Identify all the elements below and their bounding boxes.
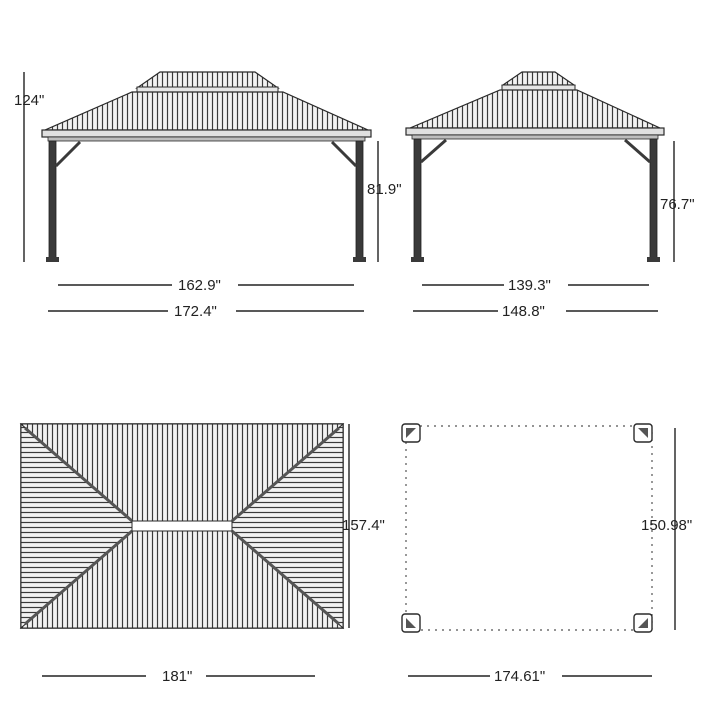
side-brace-right: [624, 138, 651, 164]
front-inner-width-label: 162.9": [178, 277, 221, 294]
front-base-right: [353, 257, 366, 262]
front-outer-width-label: 172.4": [174, 303, 217, 320]
front-total-height-label: 124": [14, 92, 44, 109]
front-post-right: [355, 140, 364, 262]
front-main-roof: [44, 91, 369, 131]
side-upper-roof: [501, 71, 576, 86]
side-post-right: [649, 138, 658, 262]
footprint-depth-label: 150.98": [641, 517, 692, 534]
roof-ridge-opening: [131, 520, 233, 532]
front-post-height-label: 81.9": [367, 181, 402, 198]
side-post-left: [413, 138, 422, 262]
side-roof-fascia: [405, 127, 665, 136]
roof-top-view: 157.4" 181": [19, 422, 385, 685]
front-brace-left: [54, 140, 82, 168]
front-vent-band: [136, 86, 279, 93]
roof-width-label: 181": [162, 668, 192, 685]
side-inner-width-label: 139.3": [508, 277, 551, 294]
side-beam: [411, 134, 659, 140]
side-brace-left: [420, 138, 447, 164]
roof-hip-nw: [24, 426, 133, 523]
footprint-outline: [405, 425, 653, 631]
front-upper-roof: [135, 71, 280, 89]
side-base-right: [647, 257, 660, 262]
front-roof-fascia: [41, 129, 372, 138]
corner-post-ne: [633, 423, 653, 443]
roof-hip-sw: [24, 529, 133, 626]
front-post-left: [48, 140, 57, 262]
side-base-left: [411, 257, 424, 262]
front-base-left: [46, 257, 59, 262]
side-view: 76.7" 139.3" 148.8": [405, 71, 695, 320]
footprint-width-label: 174.61": [494, 668, 545, 685]
side-post-height-label: 76.7": [660, 196, 695, 213]
side-outer-width-label: 148.8": [502, 303, 545, 320]
corner-post-se: [633, 613, 653, 633]
side-vent-band: [501, 84, 576, 91]
front-beam: [47, 136, 366, 142]
roof-hip-se: [231, 529, 340, 626]
corner-post-sw: [401, 613, 421, 633]
footprint-view: 150.98" 174.61": [401, 423, 692, 685]
roof-hip-ne: [231, 426, 340, 523]
side-main-roof: [409, 89, 661, 129]
front-brace-right: [330, 140, 358, 168]
corner-post-nw: [401, 423, 421, 443]
roof-depth-label: 157.4": [342, 517, 385, 534]
front-view: 124" 81.9" 162.9" 172.4": [14, 71, 402, 320]
